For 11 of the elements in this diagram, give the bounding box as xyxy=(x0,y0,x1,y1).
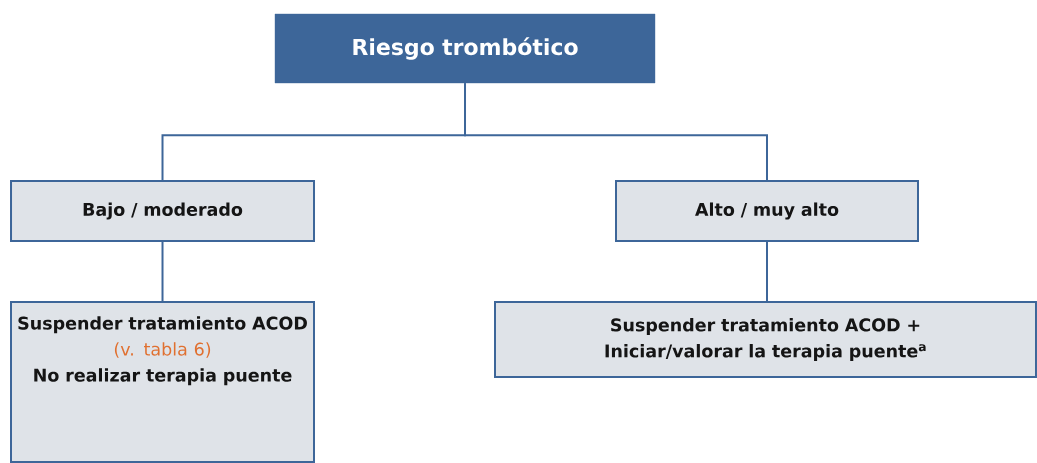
action-box: Suspender tratamiento ACOD + Iniciar/valorar la terapia puente$^{a}$ xyxy=(494,301,1037,378)
node-label: Suspender tratamiento ACOD xyxy=(18,316,307,334)
category-box: Bajo / moderado xyxy=(10,180,315,242)
connector-line xyxy=(161,241,164,302)
title-box: Riesgo trombótico xyxy=(274,13,656,84)
action-box xyxy=(10,301,315,463)
node-label: No realizar terapia puente xyxy=(34,368,292,386)
connector-line xyxy=(766,241,768,302)
connector-line xyxy=(464,82,768,181)
category-box: Alto / muy alto xyxy=(615,180,919,242)
node-label: (v. tabla 6) xyxy=(114,342,211,358)
